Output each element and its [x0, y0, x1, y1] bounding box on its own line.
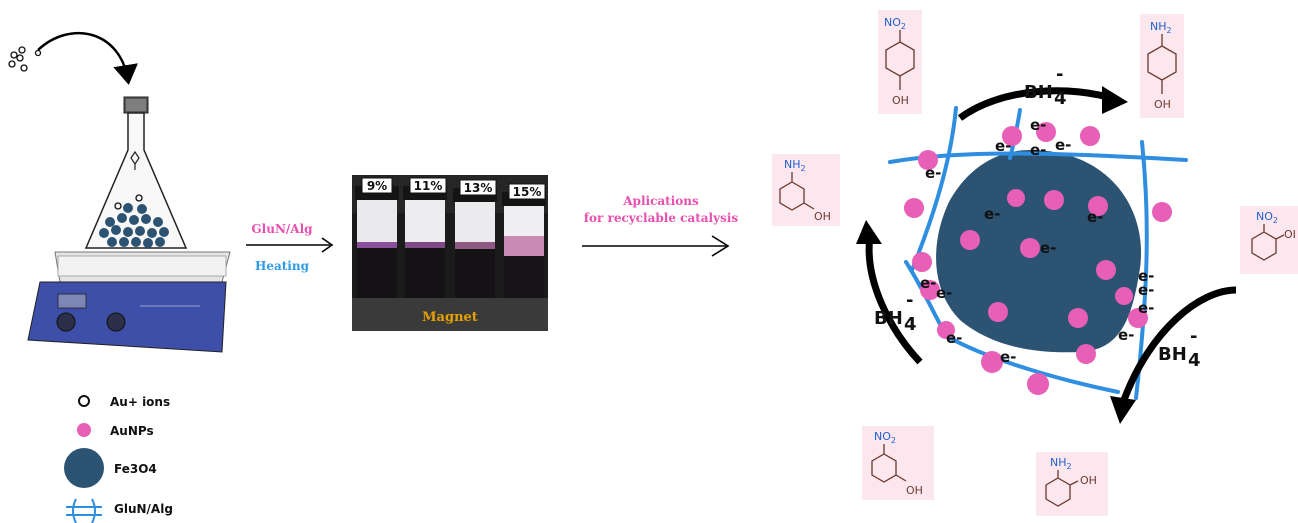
electron-label: e- [1055, 136, 1071, 154]
bh4-right: BH 4 - [1158, 326, 1201, 371]
vial-2: 11% [403, 177, 447, 298]
svg-text:-: - [1056, 64, 1063, 85]
top-reduction-arrow [957, 87, 1120, 121]
svg-text:-: - [1190, 326, 1197, 347]
aunps-on-particle [904, 122, 1172, 395]
erlenmeyer-flask [84, 112, 188, 249]
electron-label: e- [946, 329, 962, 347]
legend-fe3o4: Fe3O4 [114, 462, 157, 476]
step1-top-label: GluN/Alg [251, 222, 313, 236]
bh4-left: BH 4 - [874, 290, 917, 335]
catalyst-particle: e- e- e- e- e- e- e- e- e- e- e- e- e- e… [888, 106, 1188, 400]
right-reduction-arrow [1120, 286, 1237, 402]
nitro-label: NO2 [874, 430, 896, 445]
nitro-label: NO2 [884, 16, 906, 31]
electron-label: e- [1087, 208, 1103, 226]
vial-3-percentage: 13% [464, 181, 493, 195]
svg-text:4: 4 [1054, 88, 1067, 109]
electron-label: e- [1000, 348, 1016, 366]
molecule-background [1140, 14, 1184, 118]
svg-text:4: 4 [1188, 350, 1201, 371]
vials-photo: 9% 11% 13% 15% Magnet [352, 175, 548, 331]
vial-1-percentage: 9% [367, 179, 387, 193]
svg-text:BH: BH [874, 308, 903, 329]
step2-arrow-group: Aplications for recyclable catalysis [582, 194, 739, 257]
magnet-base [352, 298, 548, 331]
au-ion-symbol [78, 395, 90, 407]
hydroxyl-label: OH [814, 210, 831, 223]
hotplate [27, 251, 231, 353]
legend-au-ions: Au+ ions [110, 395, 170, 409]
molecule-4-aminophenol: NH2 OH [1140, 14, 1184, 118]
left-reduction-arrow [865, 235, 923, 365]
molecule-3-aminophenol: NH2 OH [772, 154, 840, 226]
legend-aunps: AuNPs [110, 424, 154, 438]
amino-label: NH2 [1150, 20, 1172, 35]
fe3o4-symbol [64, 448, 104, 488]
hydroxyl-label-partial: OI [1284, 228, 1296, 241]
vial-1: 9% [355, 177, 399, 298]
step2-line2: for recyclable catalysis [584, 211, 739, 225]
bh4-top: BH 4 - [1024, 64, 1067, 109]
svg-text:BH: BH [1024, 82, 1053, 103]
electron-label: e- [995, 137, 1011, 155]
aunp-symbol [77, 423, 91, 437]
electron-label: e- [1118, 326, 1134, 344]
electron-label: e- [984, 205, 1000, 223]
electron-label: e- [1030, 141, 1046, 159]
molecule-4-nitrophenol: NO2 OH [878, 10, 922, 114]
electron-label: e- [920, 274, 936, 292]
electron-label: e- [1040, 239, 1056, 257]
electron-label: e- [1030, 116, 1046, 134]
electron-label: e- [1138, 281, 1154, 299]
amino-label: NH2 [1050, 456, 1072, 471]
molecule-background [862, 426, 934, 500]
step2-line1: Aplications [622, 194, 699, 208]
molecule-2-nitrophenol: NO2 OI [1240, 206, 1298, 274]
vial-2-percentage: 11% [414, 179, 443, 193]
magnet-label: Magnet [422, 310, 478, 325]
hydroxyl-label: OH [892, 94, 909, 107]
hydroxyl-label: OH [906, 484, 923, 497]
flask-particles [99, 203, 169, 248]
amino-label: NH2 [784, 158, 806, 173]
molecule-background [1240, 206, 1298, 274]
electron-label: e- [925, 164, 941, 182]
hydroxyl-label: OH [1080, 474, 1097, 487]
electron-label: e- [1138, 267, 1154, 285]
vial-3: 13% [453, 179, 497, 298]
molecule-background [878, 10, 922, 114]
electron-label: e- [1138, 299, 1154, 317]
hydroxyl-label: OH [1154, 98, 1171, 111]
electron-label: e- [936, 284, 952, 302]
svg-text:-: - [906, 290, 913, 311]
vial-4-percentage: 15% [513, 185, 542, 199]
legend: Au+ ions AuNPs Fe3O4 GluN/Alg [64, 395, 173, 523]
step1-arrow-group: GluN/Alg Heating [246, 222, 334, 273]
vial-4: 15% [502, 183, 546, 298]
svg-text:BH: BH [1158, 344, 1187, 365]
molecule-2-aminophenol: NH2 OH [1036, 452, 1108, 516]
nitro-label: NO2 [1256, 210, 1278, 225]
molecule-3-nitrophenol: NO2 OH [862, 426, 934, 500]
flask-on-hotplate [8, 31, 231, 353]
step1-bottom-label: Heating [255, 259, 310, 273]
reduction-arrows: BH 4 - BH 4 - BH 4 - [856, 64, 1237, 424]
legend-glun-alg: GluN/Alg [114, 502, 173, 516]
falling-ions [8, 46, 42, 72]
electrons: e- e- e- e- e- e- e- e- e- e- e- e- e- e… [920, 116, 1154, 366]
molecule-background [772, 154, 840, 226]
glun-alg-network-icon [66, 498, 102, 523]
addition-arrow [37, 31, 138, 85]
svg-text:4: 4 [904, 314, 917, 335]
